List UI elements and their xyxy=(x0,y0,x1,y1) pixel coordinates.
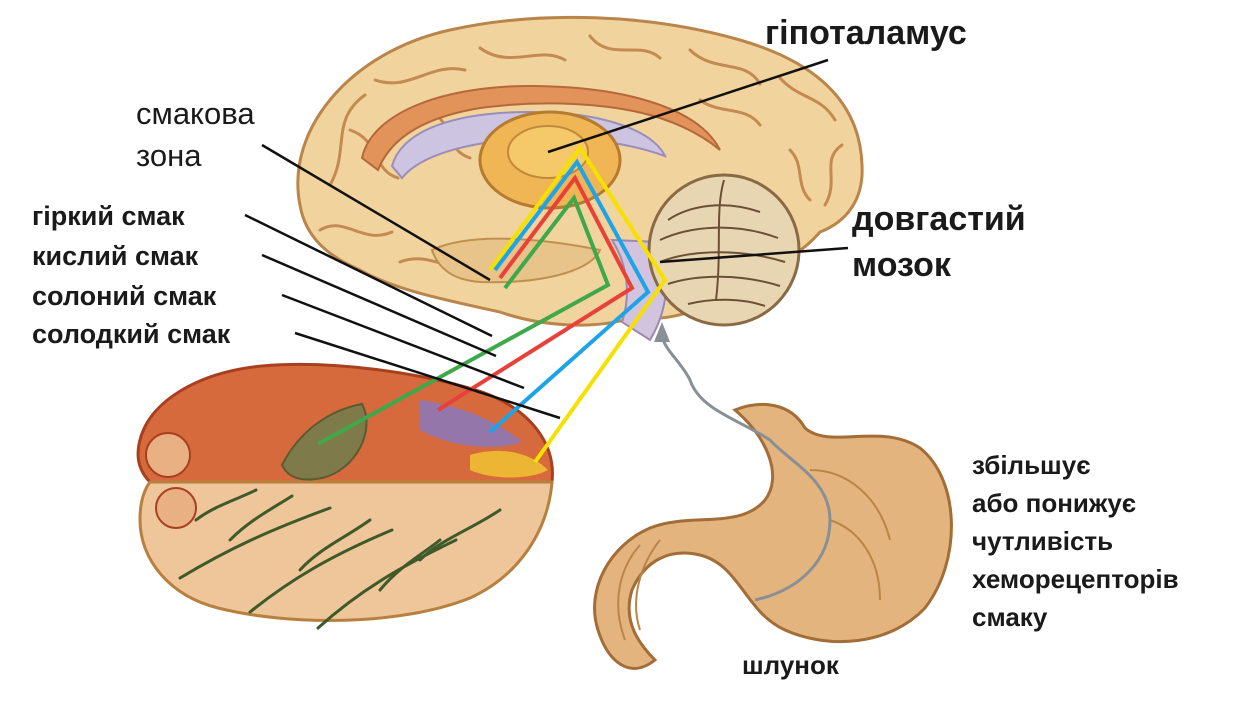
cerebellum-folia xyxy=(659,179,786,307)
stomach-note-line4: хеморецепторів xyxy=(972,564,1179,594)
medulla-label-line1: довгастий xyxy=(852,200,1026,238)
salty-pathway xyxy=(488,158,651,434)
sweet-receptor-region xyxy=(470,450,548,478)
hypothalamus-label: гіпоталамус xyxy=(765,14,967,52)
tongue-nerve-branches xyxy=(178,488,502,630)
stomach-note-line3: чутливість xyxy=(972,526,1114,556)
sweet-leader xyxy=(294,331,561,420)
stomach-note-line2: або понижує xyxy=(972,488,1137,518)
nerve-arrowhead xyxy=(654,322,670,342)
medulla-leader xyxy=(659,246,849,264)
hypothalamus-leader xyxy=(547,58,829,154)
sweet-pathway xyxy=(488,144,668,464)
stomach-label: шлунок xyxy=(742,650,839,680)
bitter-leader xyxy=(244,213,493,338)
sour-taste-label: кислий смак xyxy=(32,241,199,271)
medulla-label-line2: мозок xyxy=(852,246,951,284)
tongue-lobe xyxy=(155,487,197,529)
stomach-note-line1: збільшує xyxy=(972,450,1091,480)
sour-leader xyxy=(261,253,497,358)
sour-pathway xyxy=(436,174,635,412)
tongue-lobe xyxy=(145,432,191,478)
taste-zone-label-line1: смакова xyxy=(136,96,255,131)
corpus-callosum xyxy=(360,84,721,172)
salty-leader xyxy=(281,293,525,390)
salty-taste-label: солоний смак xyxy=(32,281,217,311)
vagus-nerve-line xyxy=(660,334,832,602)
stomach-folds xyxy=(617,469,891,641)
stomach-body xyxy=(593,403,953,670)
stomach-note-line5: смаку xyxy=(972,602,1048,632)
tongue-illustration xyxy=(136,362,554,630)
stomach-illustration xyxy=(593,322,953,670)
bitter-taste-label: гіркий смак xyxy=(32,201,185,231)
leader-lines xyxy=(244,58,849,420)
sour-receptor-region xyxy=(420,400,522,447)
taste-zone-leader xyxy=(261,143,491,282)
taste-zone-label-line2: зона xyxy=(136,138,202,173)
sweet-taste-label: солодкий смак xyxy=(32,319,231,349)
brain-illustration xyxy=(296,15,864,342)
cerebellum xyxy=(647,173,801,327)
